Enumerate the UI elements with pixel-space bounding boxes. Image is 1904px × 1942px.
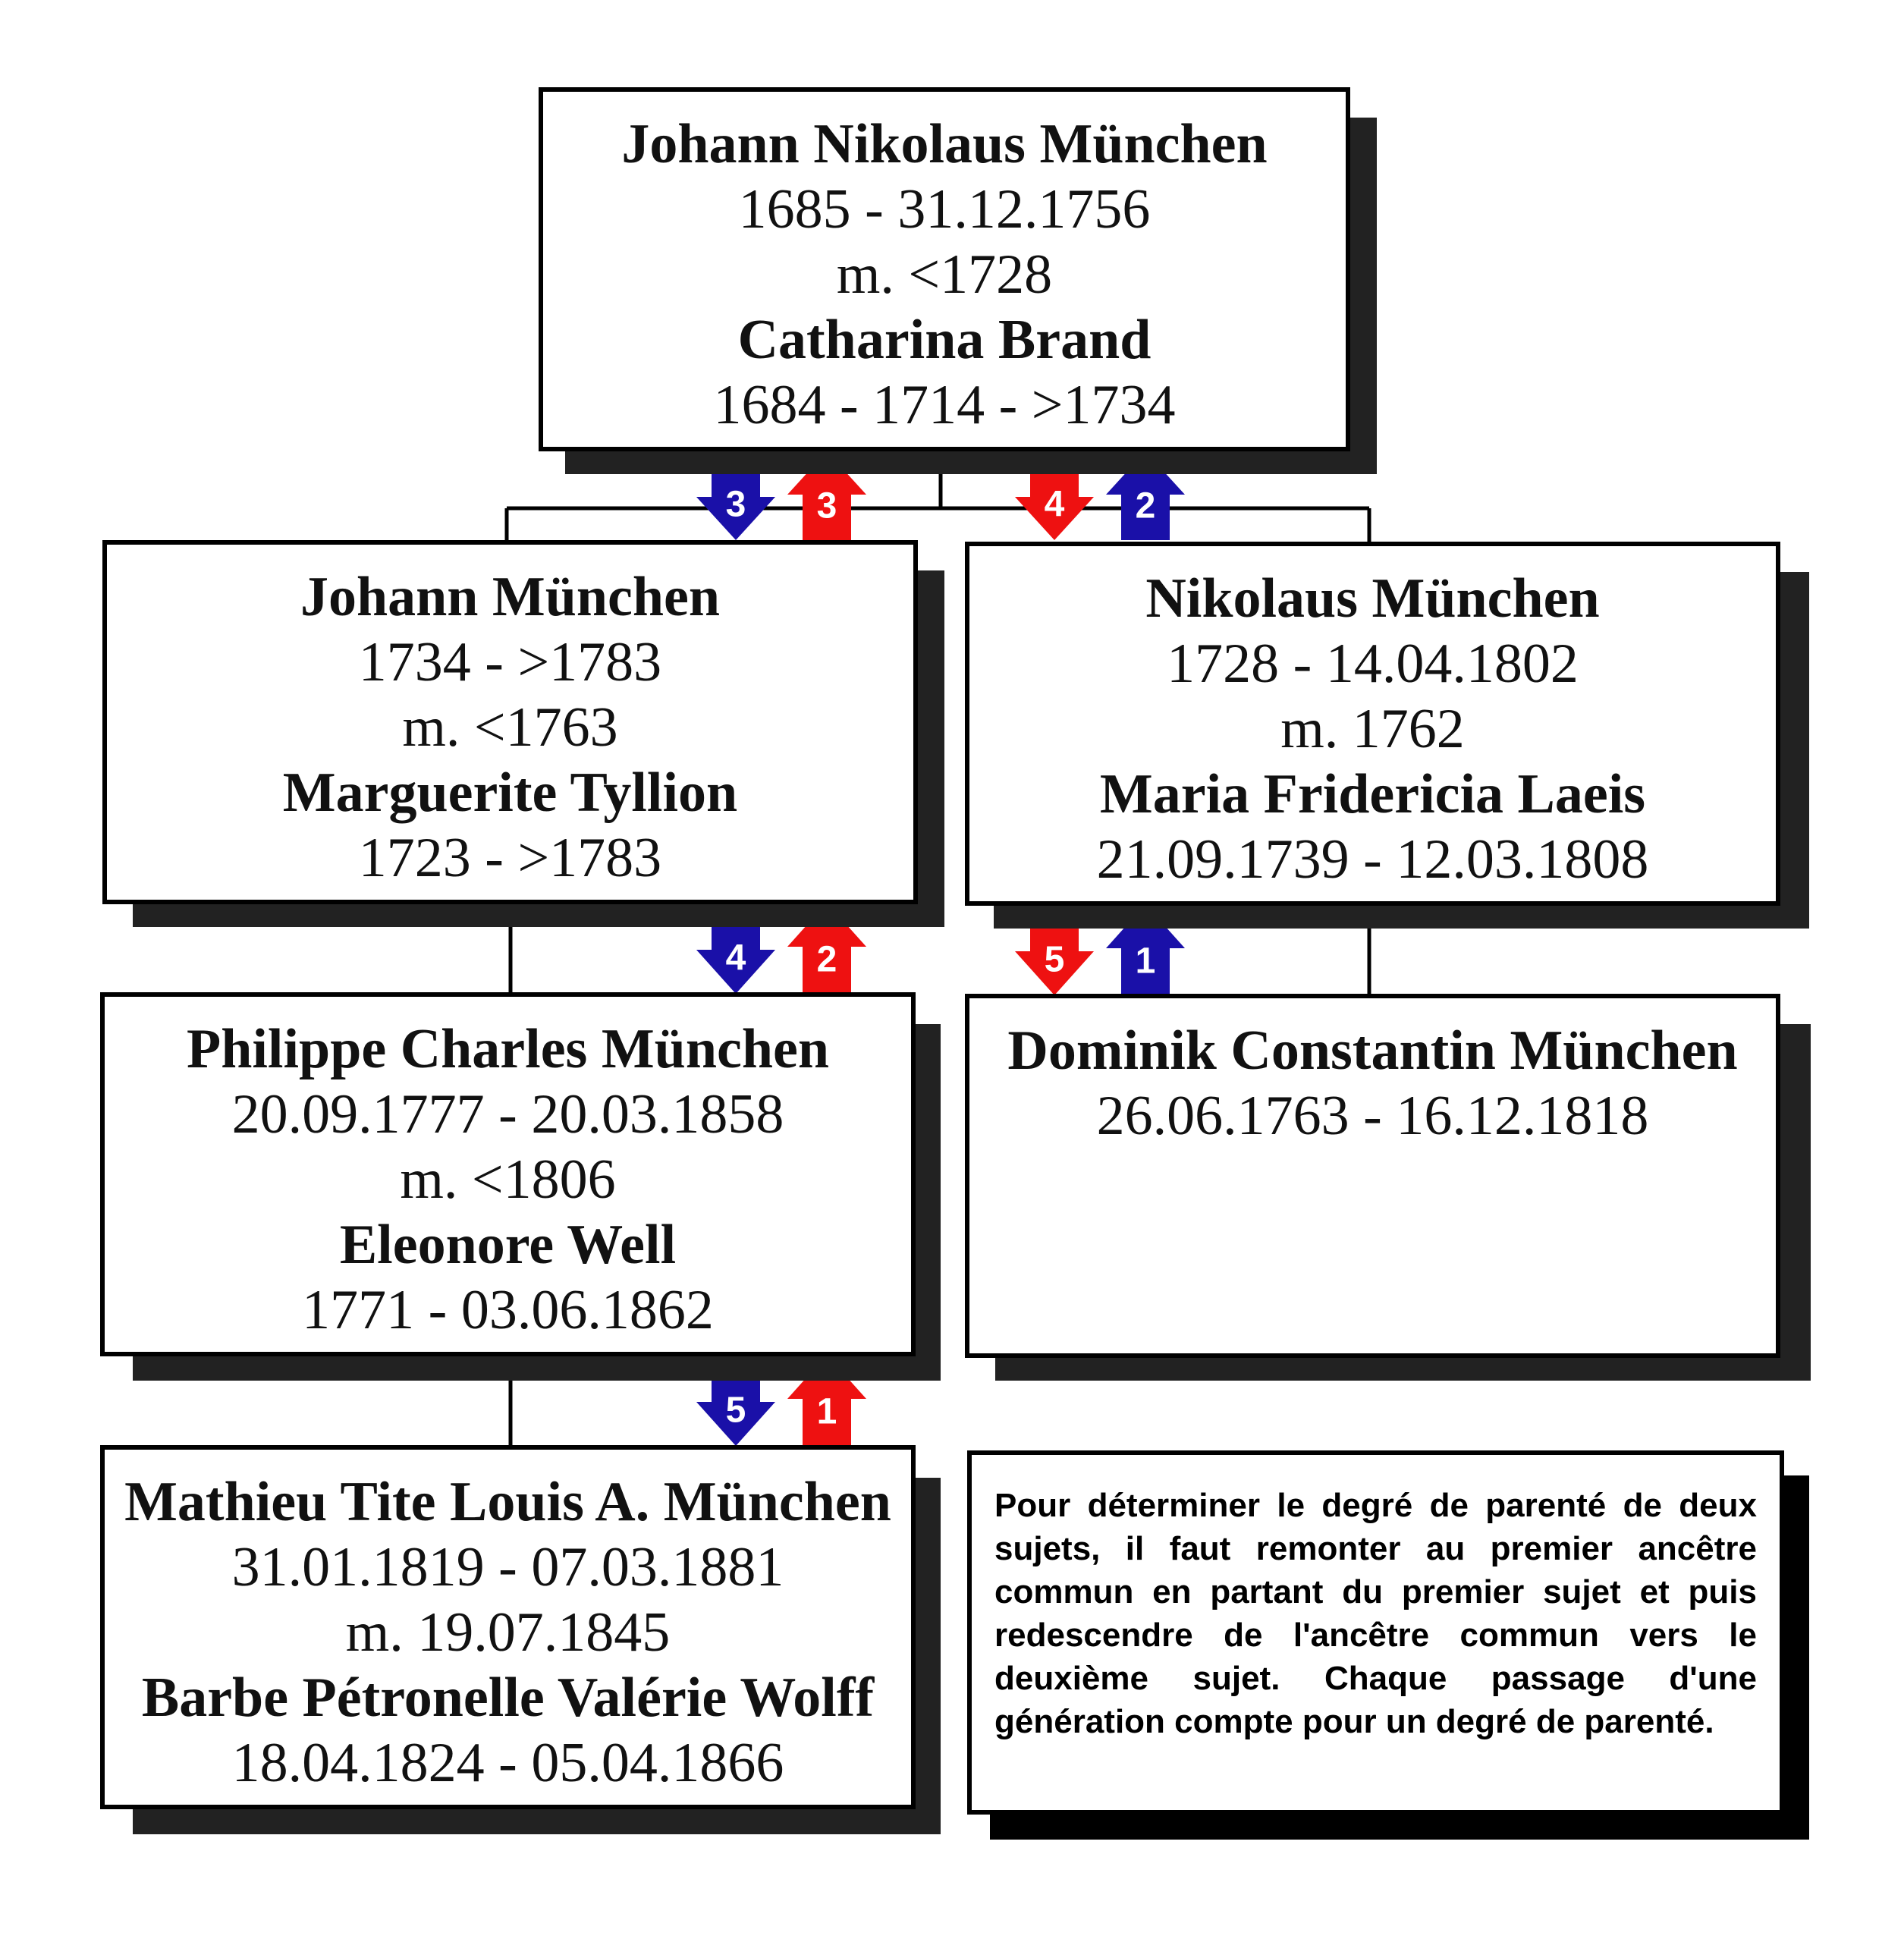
person-dates: 1728 - 14.04.1802 (1167, 633, 1579, 695)
person-dates: 1734 - >1783 (358, 631, 662, 693)
person-dates: 26.06.1763 - 16.12.1818 (1096, 1085, 1649, 1147)
person-box-mathieu: Mathieu Tite Louis A. München 31.01.1819… (100, 1445, 916, 1809)
person-box-nikolaus: Nikolaus München 1728 - 14.04.1802 m. 17… (965, 542, 1780, 906)
svg-text:1: 1 (817, 1392, 837, 1432)
person-dates: 1685 - 31.12.1756 (738, 178, 1151, 240)
svg-text:4: 4 (1045, 485, 1065, 525)
marriage-date: m. 19.07.1845 (345, 1601, 671, 1664)
person-dates: 20.09.1777 - 20.03.1858 (231, 1083, 784, 1145)
spouse-name: Catharina Brand (737, 309, 1152, 371)
person-name: Nikolaus München (1145, 567, 1600, 630)
person-name: Johann München (300, 566, 721, 628)
svg-text:5: 5 (726, 1391, 746, 1431)
explanation-text: Pour déterminer le degré de parenté de d… (994, 1487, 1757, 1740)
spouse-name: Barbe Pétronelle Valérie Wolff (141, 1667, 875, 1729)
spouse-name: Eleonore Well (339, 1214, 677, 1276)
person-box-johann: Johann München 1734 - >1783 m. <1763 Mar… (102, 540, 918, 904)
marriage-date: m. <1763 (402, 696, 618, 759)
person-name: Dominik Constantin München (1007, 1020, 1738, 1082)
spouse-dates: 1771 - 03.06.1862 (302, 1279, 714, 1341)
person-name: Mathieu Tite Louis A. München (124, 1471, 891, 1533)
marriage-date: m. <1728 (836, 244, 1053, 306)
person-box-dominik: Dominik Constantin München 26.06.1763 - … (965, 994, 1780, 1358)
spouse-name: Marguerite Tyllion (282, 762, 738, 824)
marriage-date: m. 1762 (1280, 698, 1465, 760)
person-dates: 31.01.1819 - 07.03.1881 (231, 1536, 784, 1598)
spouse-name: Maria Fridericia Laeis (1099, 763, 1646, 825)
svg-text:1: 1 (1136, 941, 1156, 982)
spouse-dates: 18.04.1824 - 05.04.1866 (231, 1732, 784, 1794)
person-box-root: Johann Nikolaus München 1685 - 31.12.175… (539, 87, 1350, 451)
marriage-date: m. <1806 (400, 1149, 616, 1211)
svg-text:2: 2 (1136, 486, 1156, 526)
svg-text:4: 4 (726, 938, 746, 979)
person-box-philippe: Philippe Charles München 20.09.1777 - 20… (100, 992, 916, 1356)
spouse-dates: 1723 - >1783 (358, 827, 662, 889)
svg-text:3: 3 (817, 486, 837, 526)
explanation-note: Pour déterminer le degré de parenté de d… (967, 1450, 1784, 1815)
spouse-dates: 1684 - 1714 - >1734 (713, 374, 1176, 436)
svg-text:3: 3 (726, 485, 746, 525)
svg-text:2: 2 (817, 940, 837, 980)
spouse-dates: 21.09.1739 - 12.03.1808 (1096, 828, 1649, 891)
person-name: Johann Nikolaus München (621, 113, 1268, 175)
person-name: Philippe Charles München (187, 1018, 829, 1080)
svg-text:5: 5 (1045, 940, 1065, 980)
